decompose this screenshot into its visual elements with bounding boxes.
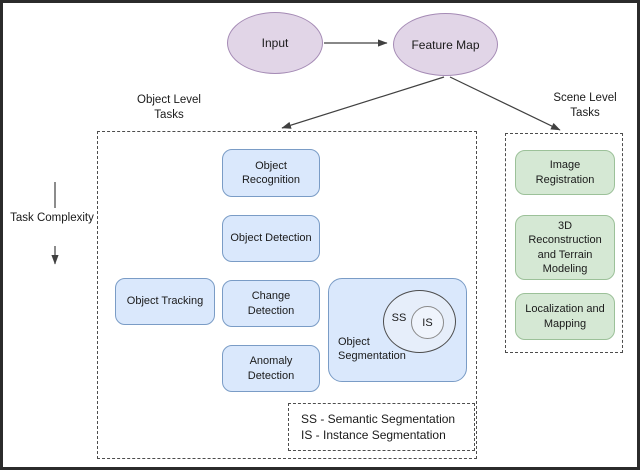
task-label: 3D Reconstruction and Terrain Modeling	[528, 219, 602, 275]
task-label: Object Recognition	[241, 159, 301, 186]
scene-level-title: Scene Level Tasks	[553, 92, 617, 119]
task-label: Anomaly Detection	[247, 355, 295, 382]
scene-level-group	[505, 133, 623, 353]
arrow-featuremap-to-object-level	[281, 76, 445, 129]
task-node-image-registration: Image Registration	[515, 150, 615, 195]
segmentation-legend: SS - Semantic Segmentation IS - Instance…	[288, 403, 475, 451]
object-level-title: Object Level Tasks	[137, 94, 201, 121]
legend-line-is: IS - Instance Segmentation	[301, 427, 446, 442]
feature-map-node: Feature Map	[393, 13, 498, 76]
venn-inner-label: IS	[422, 316, 433, 329]
task-node-object-recognition: Object Recognition	[222, 149, 320, 197]
task-label: Object Detection	[230, 232, 312, 245]
task-node-object-tracking: Object Tracking	[115, 278, 215, 325]
task-label: Localization and Mapping	[525, 303, 605, 330]
task-node-object-detection: Object Detection	[222, 215, 320, 262]
input-node: Input	[227, 12, 323, 74]
task-node-anomaly-detection: Anomaly Detection	[222, 345, 320, 392]
task-label: Object Segmentation	[338, 336, 406, 363]
task-label: Image Registration	[535, 159, 595, 186]
task-node-localization-mapping: Localization and Mapping	[515, 293, 615, 340]
input-node-label: Input	[261, 36, 289, 50]
object-level-group	[97, 131, 477, 459]
venn-outer-label: SS	[391, 312, 407, 324]
task-node-change-detection: Change Detection	[222, 280, 320, 327]
instance-segmentation-circle: IS	[411, 306, 444, 339]
task-label: Object Tracking	[126, 295, 204, 308]
feature-map-node-label: Feature Map	[411, 37, 480, 52]
task-label: Change Detection	[247, 290, 295, 317]
arrow-featuremap-to-scene-level	[449, 76, 561, 131]
task-node-object-segmentation: IS SS Object Segmentation	[328, 278, 467, 382]
task-node-3d-reconstruction: 3D Reconstruction and Terrain Modeling	[515, 215, 615, 280]
legend-line-ss: SS - Semantic Segmentation	[301, 411, 456, 426]
task-complexity-label: Task Complexity	[10, 212, 94, 224]
